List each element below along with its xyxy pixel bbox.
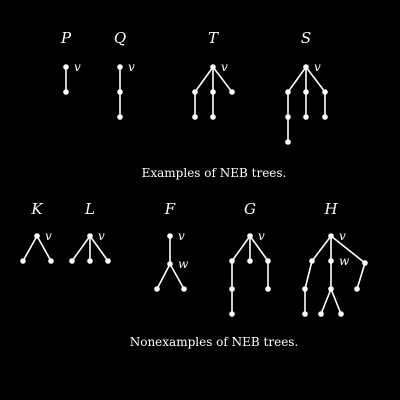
- node: [229, 286, 235, 292]
- tree-k: K v: [20, 200, 54, 264]
- node-label-v: v: [339, 229, 346, 243]
- node-w: [167, 261, 173, 267]
- node: [309, 258, 315, 264]
- tree-p-name: P: [60, 29, 72, 47]
- node: [105, 258, 111, 264]
- node: [338, 311, 344, 317]
- tree-s-name: S: [301, 29, 311, 47]
- edge: [330, 288, 342, 315]
- node-label-v: v: [128, 60, 135, 74]
- node-v: [117, 64, 123, 70]
- edge: [212, 66, 233, 93]
- node: [192, 114, 198, 120]
- caption-examples: Examples of NEB trees.: [142, 166, 287, 180]
- edge: [231, 235, 251, 262]
- edge: [22, 235, 38, 262]
- tree-q: Q v: [114, 29, 135, 120]
- tree-g: G v: [229, 200, 271, 317]
- node-v: [34, 233, 40, 239]
- tree-t: T v: [192, 29, 235, 120]
- node-label-v: v: [221, 60, 228, 74]
- node: [285, 89, 291, 95]
- node: [322, 89, 328, 95]
- node-label-v: v: [98, 229, 105, 243]
- edge: [287, 66, 307, 93]
- edge: [356, 262, 366, 290]
- tree-s: S v: [285, 29, 328, 145]
- node: [229, 258, 235, 264]
- node: [117, 114, 123, 120]
- node: [154, 286, 160, 292]
- node: [302, 286, 308, 292]
- edge: [156, 263, 171, 290]
- node-label-v: v: [314, 60, 321, 74]
- edge: [169, 263, 185, 290]
- tree-h-name: H: [323, 200, 338, 218]
- edge: [194, 66, 214, 93]
- node: [302, 311, 308, 317]
- edge: [304, 260, 313, 290]
- node: [303, 114, 309, 120]
- edge: [330, 235, 366, 264]
- node: [210, 114, 216, 120]
- node-v: [87, 233, 93, 239]
- tree-l: L v: [69, 200, 111, 264]
- edge: [71, 235, 91, 262]
- edge: [89, 235, 109, 262]
- node: [20, 258, 26, 264]
- node: [229, 311, 235, 317]
- node: [192, 89, 198, 95]
- node: [285, 114, 291, 120]
- tree-f: F v w: [154, 200, 189, 292]
- node: [265, 286, 271, 292]
- node: [48, 258, 54, 264]
- node: [303, 89, 309, 95]
- node-v: [63, 64, 69, 70]
- node: [328, 286, 334, 292]
- node: [354, 286, 360, 292]
- edge: [311, 235, 332, 262]
- node-label-v: v: [45, 229, 52, 243]
- node: [322, 114, 328, 120]
- caption-nonexamples: Nonexamples of NEB trees.: [130, 335, 299, 349]
- node-v: [303, 64, 309, 70]
- tree-h: H v w: [302, 200, 368, 317]
- node: [318, 311, 324, 317]
- tree-l-name: L: [84, 200, 95, 218]
- node-v: [167, 233, 173, 239]
- tree-g-name: G: [244, 200, 256, 218]
- edge: [305, 66, 326, 93]
- node: [181, 286, 187, 292]
- node-label-v: v: [74, 60, 81, 74]
- node-label-v: v: [258, 229, 265, 243]
- node-label-v: v: [178, 229, 185, 243]
- node: [247, 258, 253, 264]
- node-label-w: w: [339, 254, 350, 268]
- tree-f-name: F: [164, 200, 176, 218]
- node-v: [247, 233, 253, 239]
- node: [229, 89, 235, 95]
- edge: [36, 235, 52, 262]
- node-v: [328, 233, 334, 239]
- node: [285, 139, 291, 145]
- node: [362, 260, 368, 266]
- edge: [320, 288, 332, 315]
- tree-q-name: Q: [114, 29, 126, 47]
- node: [87, 258, 93, 264]
- node: [210, 89, 216, 95]
- node: [117, 89, 123, 95]
- node-label-w: w: [178, 257, 189, 271]
- node-v: [210, 64, 216, 70]
- tree-p: P v: [60, 29, 81, 95]
- node-w: [328, 258, 334, 264]
- tree-k-name: K: [30, 200, 43, 218]
- node: [69, 258, 75, 264]
- node: [265, 258, 271, 264]
- tree-t-name: T: [208, 29, 219, 47]
- edge: [249, 235, 269, 262]
- node: [63, 89, 69, 95]
